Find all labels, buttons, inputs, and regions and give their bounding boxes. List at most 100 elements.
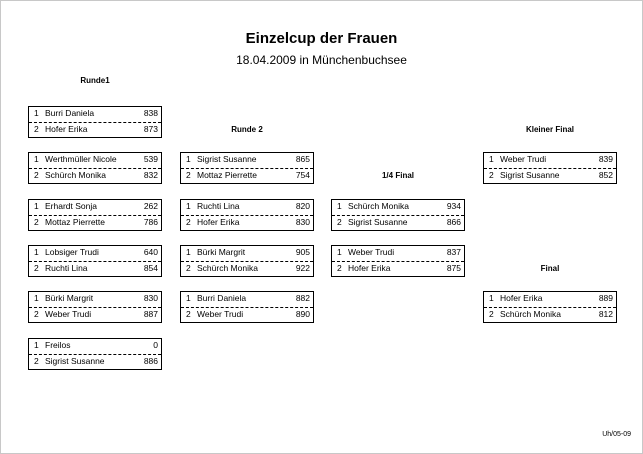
player-rank: 2 — [34, 309, 39, 319]
player-score: 820 — [295, 201, 310, 211]
player-score: 905 — [295, 247, 310, 257]
player-score: 922 — [295, 263, 310, 273]
player-rank: 2 — [186, 217, 191, 227]
player-name: Weber Trudi — [197, 309, 244, 319]
match-box: 1 Burri Daniela 838 2 Hofer Erika 873 — [28, 106, 162, 138]
player-score: 786 — [143, 217, 158, 227]
player-name: Sigrist Susanne — [197, 154, 257, 164]
player-name: Hofer Erika — [45, 124, 88, 134]
player-score: 887 — [143, 309, 158, 319]
player-score: 830 — [295, 217, 310, 227]
player-score: 832 — [143, 170, 158, 180]
player-score: 837 — [446, 247, 461, 257]
player-score: 890 — [295, 309, 310, 319]
player-score: 866 — [446, 217, 461, 227]
player-score: 754 — [295, 170, 310, 180]
player-score: 838 — [143, 108, 158, 118]
player-score: 830 — [143, 293, 158, 303]
player-score: 539 — [143, 154, 158, 164]
player-name: Mottaz Pierrette — [197, 170, 257, 180]
match-box: 1 Sigrist Susanne 865 2 Mottaz Pierrette 754 — [180, 152, 314, 184]
player-score: 865 — [295, 154, 310, 164]
document-code: Uh/05-09 — [602, 431, 631, 438]
player-rank: 1 — [489, 154, 494, 164]
round-label-kleiner-final: Kleiner Final — [525, 125, 574, 134]
player-score: 812 — [598, 309, 613, 319]
player-rank: 1 — [186, 154, 191, 164]
player-row: 2 Ruchti Lina 854 — [29, 261, 161, 276]
player-score: 854 — [143, 263, 158, 273]
player-name: Erhardt Sonja — [45, 201, 97, 211]
player-row: 2 Weber Trudi 890 — [181, 307, 313, 322]
player-score: 262 — [143, 201, 158, 211]
player-rank: 1 — [489, 293, 494, 303]
player-score: 640 — [143, 247, 158, 257]
player-rank: 1 — [186, 293, 191, 303]
player-score: 882 — [295, 293, 310, 303]
player-row: 1 Burri Daniela 882 — [181, 292, 313, 308]
player-score: 0 — [153, 340, 158, 350]
player-rank: 2 — [186, 170, 191, 180]
player-rank: 2 — [489, 309, 494, 319]
player-name: Lobsiger Trudi — [45, 247, 99, 257]
player-name: Weber Trudi — [500, 154, 547, 164]
player-row: 1 Erhardt Sonja 262 — [29, 200, 161, 216]
player-rank: 2 — [489, 170, 494, 180]
player-rank: 1 — [34, 154, 39, 164]
player-row: 2 Schürch Monika 812 — [484, 307, 616, 322]
player-rank: 1 — [34, 340, 39, 350]
round-label-viertelfinal: 1/4 Final — [381, 171, 414, 180]
player-name: Schürch Monika — [197, 263, 258, 273]
round-label-runde1: Runde1 — [80, 76, 110, 85]
player-name: Freilos — [45, 340, 71, 350]
page-subtitle: 18.04.2009 in Münchenbuchsee — [236, 53, 407, 67]
player-rank: 2 — [34, 170, 39, 180]
player-name: Hofer Erika — [500, 293, 543, 303]
match-box: 1 Lobsiger Trudi 640 2 Ruchti Lina 854 — [28, 245, 162, 277]
player-score: 873 — [143, 124, 158, 134]
player-name: Hofer Erika — [348, 263, 391, 273]
page-title: Einzelcup der Frauen — [245, 30, 398, 47]
player-name: Sigrist Susanne — [348, 217, 408, 227]
player-rank: 2 — [34, 263, 39, 273]
player-rank: 1 — [34, 293, 39, 303]
player-name: Ruchti Lina — [197, 201, 240, 211]
player-name: Burri Daniela — [197, 293, 247, 303]
player-rank: 2 — [34, 124, 39, 134]
player-rank: 2 — [337, 263, 342, 273]
round-label-final: Final — [540, 264, 560, 273]
player-score: 852 — [598, 170, 613, 180]
player-rank: 1 — [34, 201, 39, 211]
player-name: Ruchti Lina — [45, 263, 88, 273]
player-row: 2 Hofer Erika 873 — [29, 122, 161, 137]
player-name: Weber Trudi — [348, 247, 395, 257]
player-rank: 1 — [34, 247, 39, 257]
player-name: Schürch Monika — [348, 201, 409, 211]
player-rank: 2 — [186, 309, 191, 319]
player-name: Burri Daniela — [45, 108, 95, 118]
player-rank: 1 — [337, 247, 342, 257]
player-rank: 1 — [34, 108, 39, 118]
player-score: 889 — [598, 293, 613, 303]
player-name: Schürch Monika — [500, 309, 561, 319]
player-name: Hofer Erika — [197, 217, 240, 227]
player-row: 1 Weber Trudi 837 — [332, 246, 464, 262]
player-rank: 1 — [186, 247, 191, 257]
